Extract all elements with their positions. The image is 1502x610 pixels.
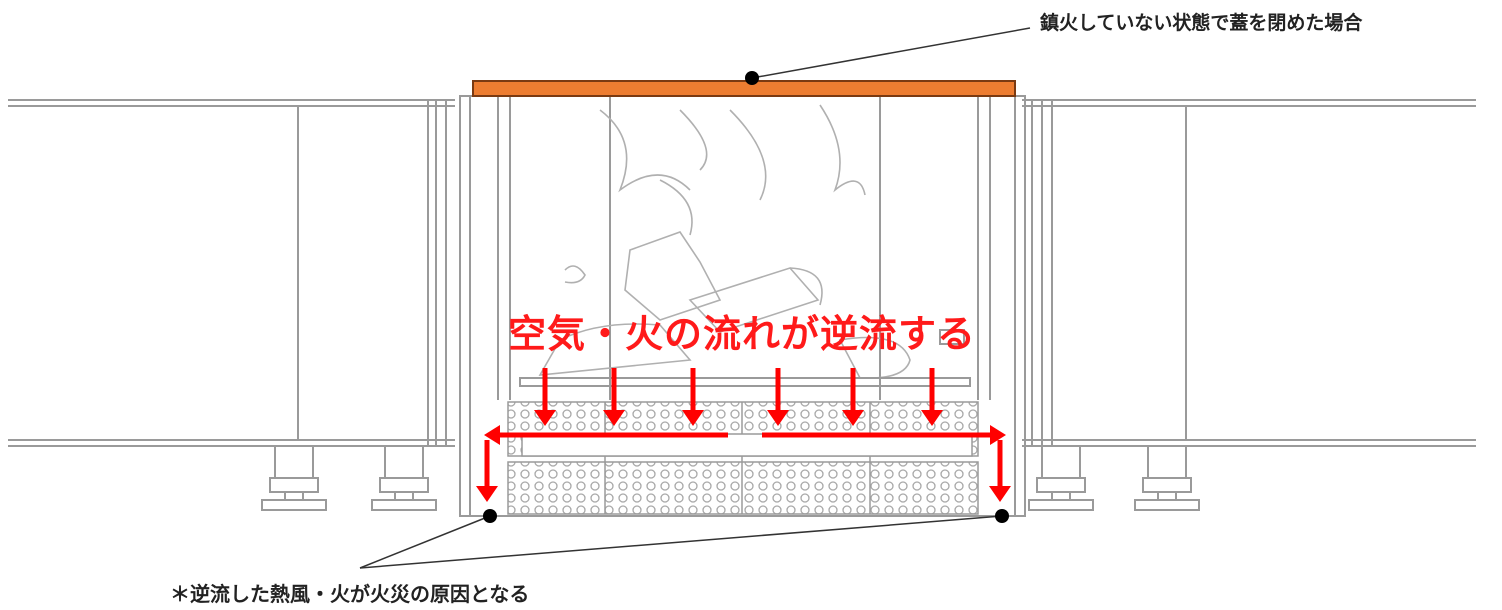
vent-down-arrows (476, 440, 1011, 502)
fire-pit-box (459, 95, 1026, 517)
lid (472, 80, 1016, 97)
horizontal-flow-arrows (484, 425, 1006, 445)
grate-bar (519, 329, 971, 387)
lid-note-label: 鎮火していない状態で蓋を閉めた場合 (1040, 12, 1363, 34)
left-side-table (8, 99, 455, 447)
right-vent-marker (995, 509, 1009, 523)
fire-cause-note-label: ＊逆流した熱風・火が火災の原因となる (170, 582, 530, 606)
leader-lines (359, 27, 1031, 569)
left-vent-marker (483, 509, 497, 523)
reverse-flow-label: 空気・火の流れが逆流する (508, 312, 977, 356)
left-table-legs (261, 445, 437, 511)
down-flow-arrows (534, 368, 943, 426)
right-side-table (1022, 99, 1476, 447)
firewood-sketch (538, 104, 911, 379)
right-table-legs (1028, 445, 1200, 511)
perforated-panels (507, 401, 979, 515)
lid-marker (745, 71, 759, 85)
